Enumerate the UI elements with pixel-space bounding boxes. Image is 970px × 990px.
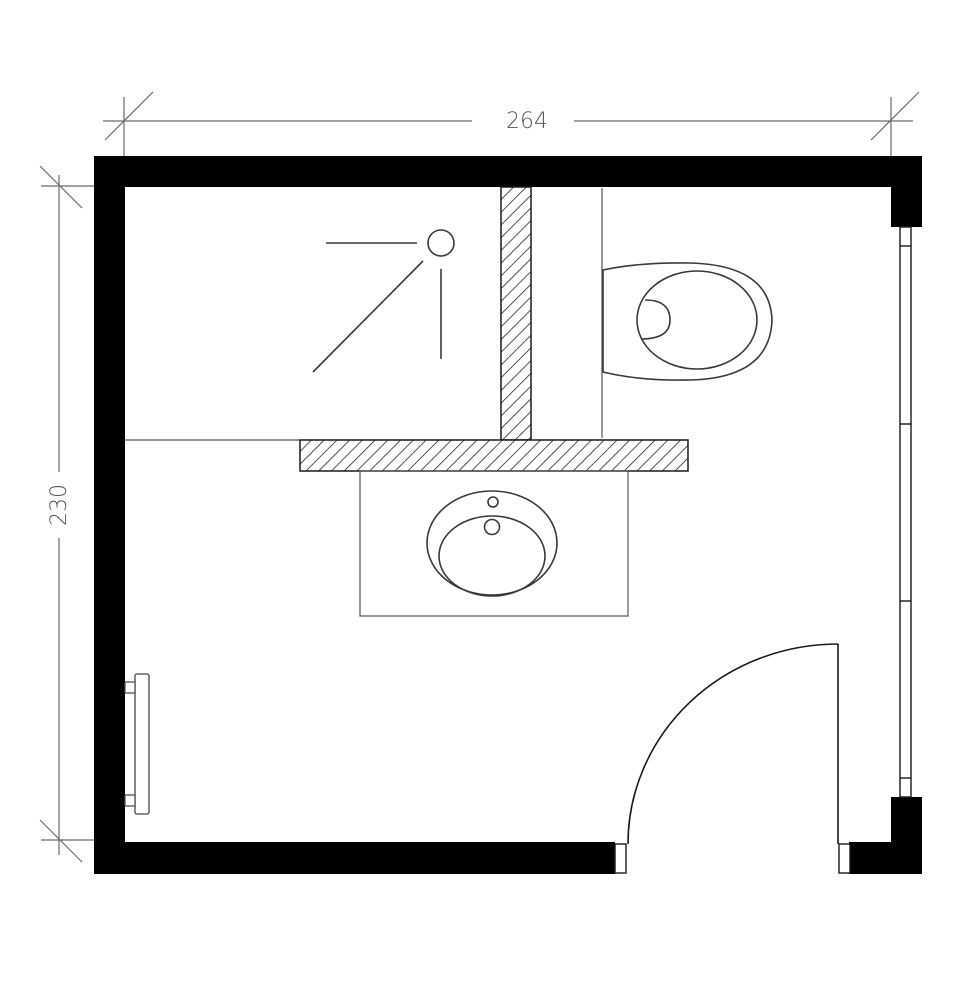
towel-radiator (124, 673, 150, 815)
partition-walls (299, 186, 689, 472)
width-dimension: 264 (103, 91, 920, 157)
toilet (601, 188, 773, 438)
washbasin (359, 470, 629, 617)
door (614, 643, 851, 874)
width-label: 264 (506, 109, 548, 134)
height-label: 230 (47, 484, 72, 526)
height-dimension: 230 (39, 165, 94, 863)
tap-hole-icon (487, 496, 499, 508)
walls (94, 156, 922, 874)
shower (125, 229, 455, 441)
drain-icon (483, 518, 501, 536)
shower-head-icon (427, 229, 455, 257)
window (899, 226, 912, 798)
